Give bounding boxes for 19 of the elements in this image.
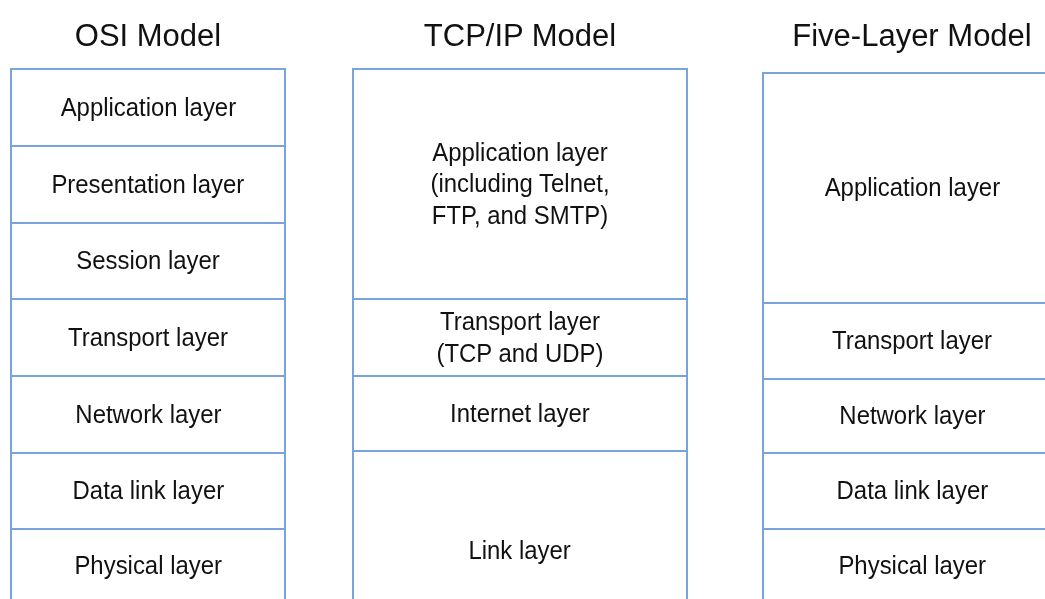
layer-name: Data link layer (72, 475, 224, 507)
layer-name: Transport layer (832, 325, 992, 357)
layer-name: Network layer (838, 400, 986, 432)
layer-name: Physical layer (838, 550, 986, 582)
layer-name: Internet layer (450, 397, 590, 430)
layer-name: Session layer (76, 245, 220, 277)
layer-name: Physical layer (74, 550, 222, 582)
layer-name: Transport layer (68, 321, 228, 354)
layer-name: Data link layer (836, 475, 988, 507)
column-title: TCP/IP Model (423, 18, 617, 54)
layer-name: Link layer (468, 535, 572, 567)
layer-name: Network layer (74, 398, 222, 431)
column-title: Five-Layer Model (792, 18, 1032, 54)
layer-name: Application layer (60, 91, 236, 124)
layer-name: Presentation layer (51, 168, 245, 201)
layer-name: Transport layer (TCP and UDP) (435, 306, 605, 369)
column-title: OSI Model (74, 18, 222, 54)
layer-name: Application layer (824, 172, 1000, 204)
layer-name: Application layer (including Telnet, FTP, and SMTP) (429, 137, 611, 231)
